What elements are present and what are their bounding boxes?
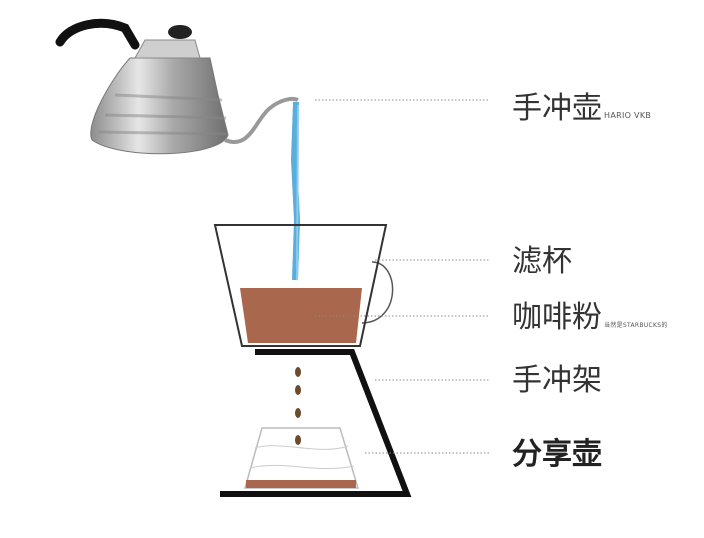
kettle-illustration xyxy=(55,18,299,155)
coffee-drops xyxy=(295,367,301,445)
server-illustration xyxy=(244,427,360,489)
water-stream xyxy=(290,101,301,281)
dripper-illustration xyxy=(213,224,394,347)
stand-label-text: 手冲架 xyxy=(512,363,602,398)
label-dripper: 滤杯 xyxy=(512,247,572,277)
coffee-grounds-label-text: 咖啡粉 xyxy=(512,300,602,335)
leader-lines xyxy=(315,99,490,454)
stand-illustration xyxy=(220,349,412,497)
dripper-label-text: 滤杯 xyxy=(512,244,572,279)
server-label-text: 分享壶 xyxy=(512,437,602,472)
kettle-label-text: 手冲壶 xyxy=(512,91,602,126)
label-server: 分享壶 xyxy=(512,440,602,470)
coffee-grounds-note: 当然是STARBUCKS的 xyxy=(604,322,668,329)
label-stand: 手冲架 xyxy=(512,366,602,396)
label-coffee-grounds: 咖啡粉当然是STARBUCKS的 xyxy=(512,303,668,333)
kettle-note: HARIO VKB xyxy=(604,111,652,120)
